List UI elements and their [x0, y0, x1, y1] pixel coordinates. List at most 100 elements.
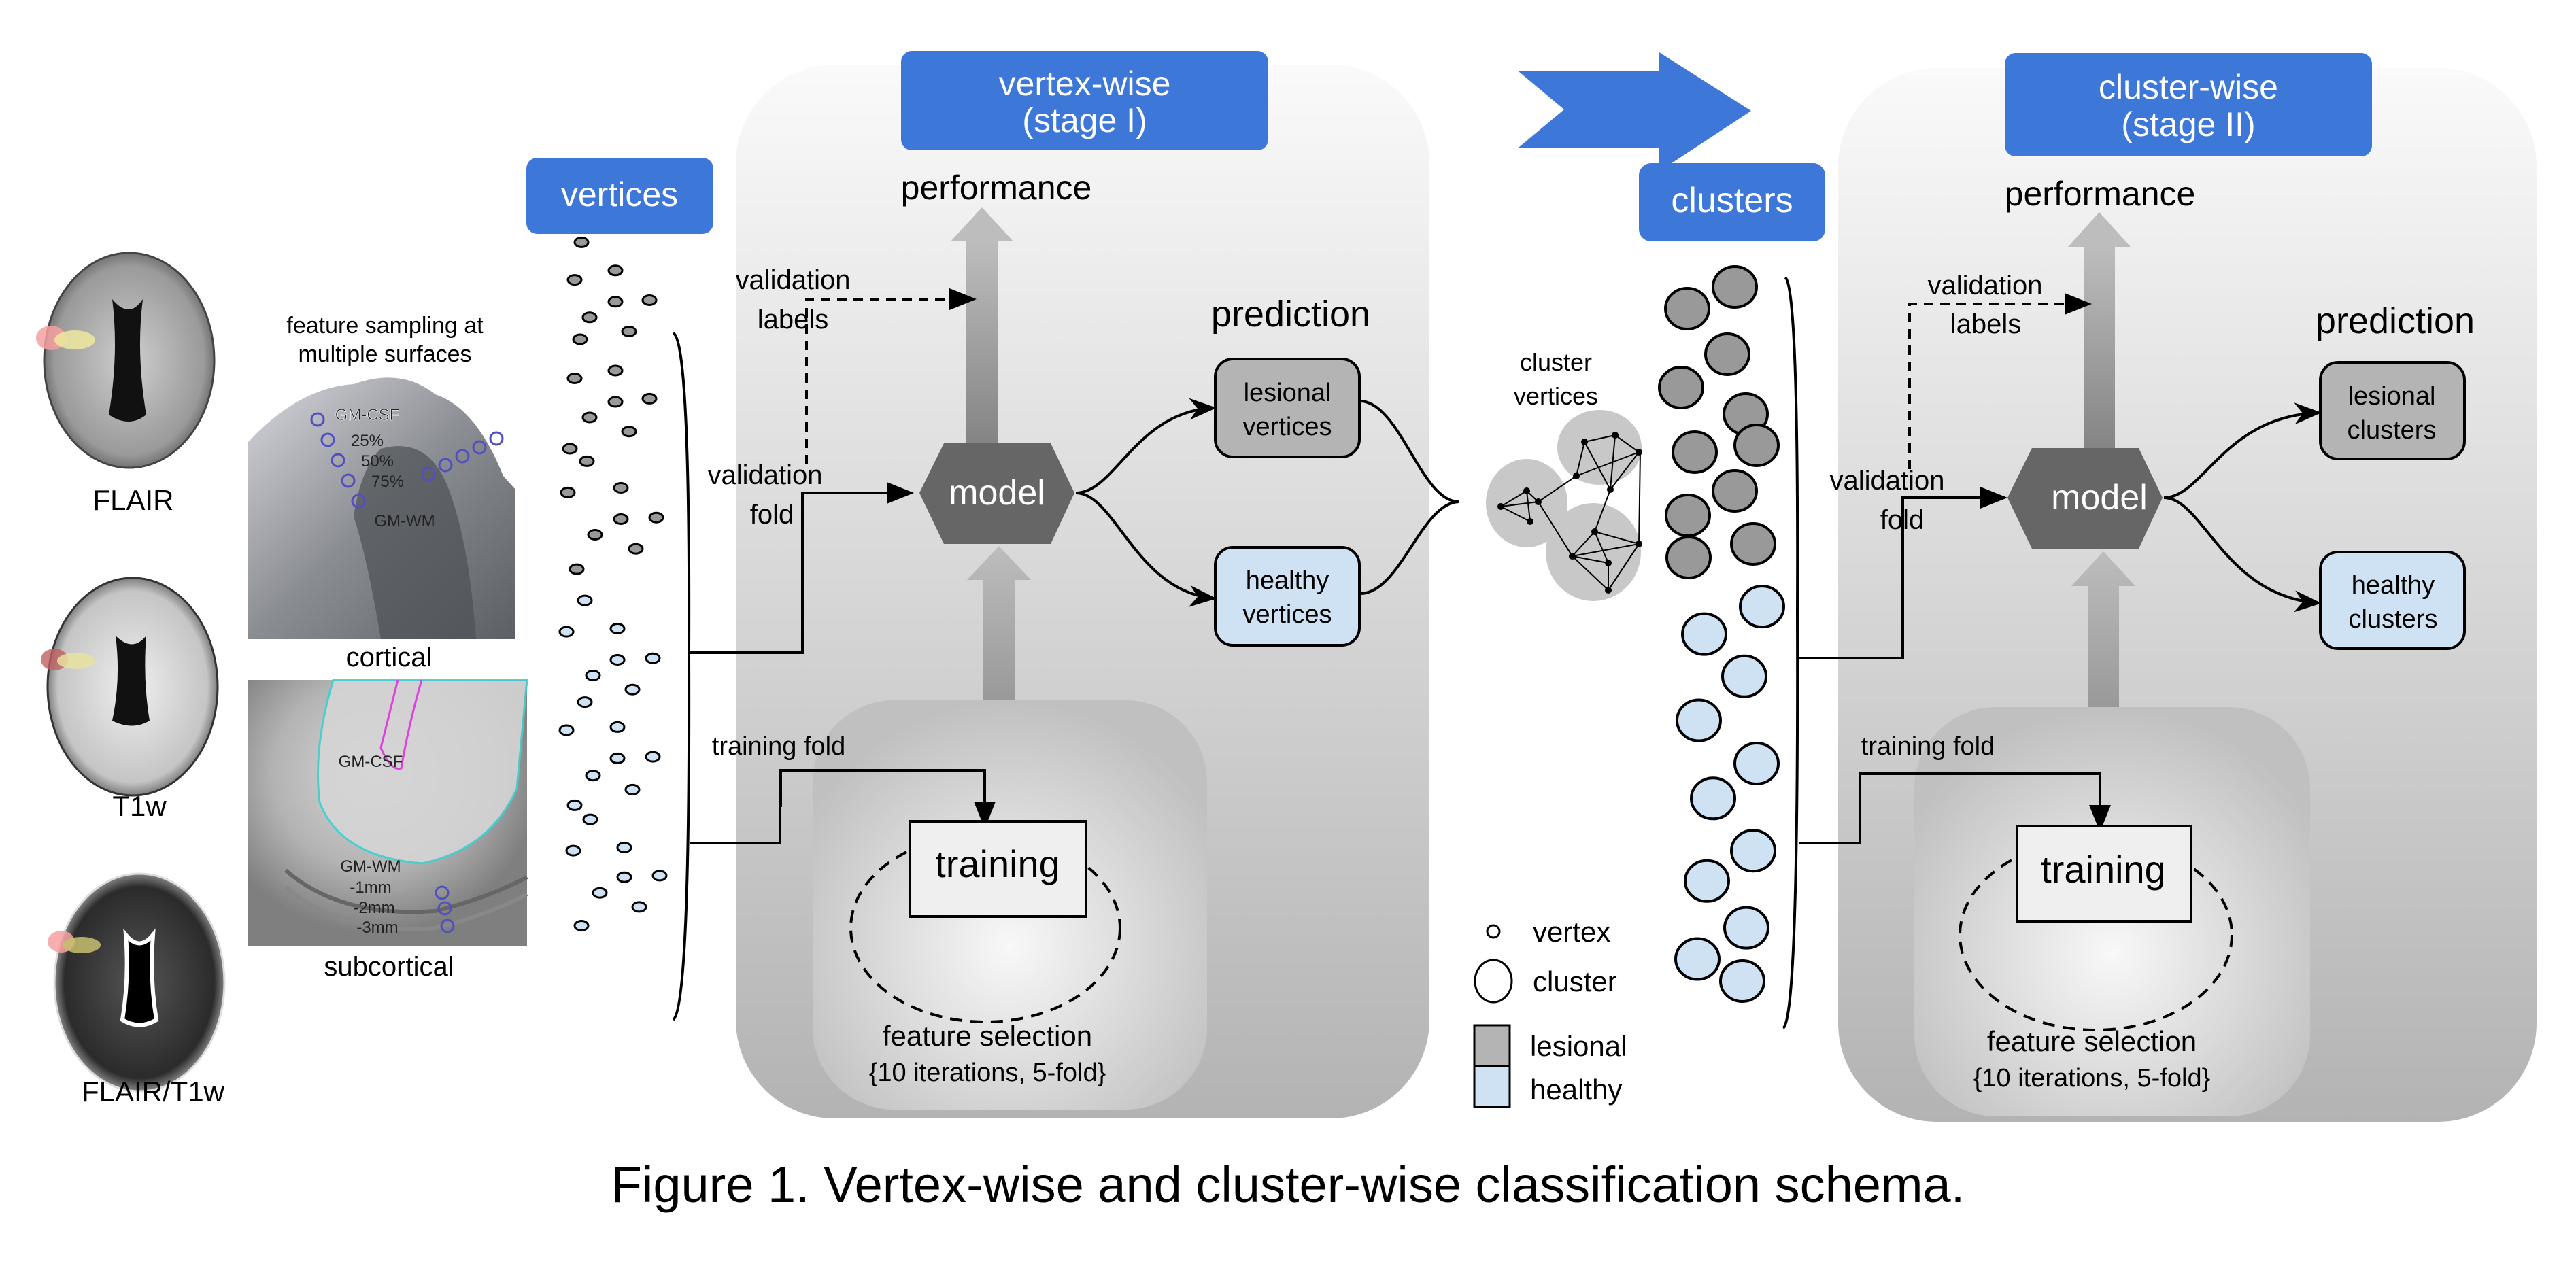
stage2-performance-arrow	[2084, 247, 2115, 485]
lesional-cluster	[1712, 469, 1758, 513]
healthy-vertex-dot	[577, 594, 593, 606]
healthy-vertex-dot	[577, 696, 593, 708]
healthy-vertex-dot	[624, 783, 641, 795]
lesional-vertex-dot	[572, 333, 588, 345]
healthy-vertex-dot	[651, 870, 668, 882]
stage1-model-label: model	[949, 473, 1045, 513]
cortical-label: cortical	[346, 642, 433, 672]
sampling-title: multiple surfaces	[298, 341, 471, 367]
lesional-vertex-dot	[628, 543, 644, 555]
stage2-validation-labels: labels	[1950, 309, 2022, 339]
lesional-vertex-dot	[566, 373, 583, 384]
lesional-vertex-dot	[607, 296, 624, 308]
stage1-title-badge	[901, 51, 1268, 150]
legend-lesional-label: lesional	[1530, 1030, 1627, 1062]
stage1-healthy-box	[1214, 546, 1361, 647]
healthy-cluster	[1681, 612, 1727, 656]
lesional-vertex-dot	[621, 426, 637, 438]
healthy-vertex-dot	[565, 844, 581, 857]
stage2-healthy-box	[2319, 551, 2466, 650]
legend-vertex-label: vertex	[1533, 916, 1610, 948]
vertices-bracket	[672, 332, 691, 1021]
clusters-header: clusters	[1639, 163, 1825, 241]
stage2-validation-fold: validation	[1829, 466, 1944, 496]
surface-label: -1mm	[350, 878, 391, 897]
healthy-vertex-dot	[624, 683, 641, 696]
clusters-badge	[1639, 163, 1825, 241]
stage2-model-label: model	[2051, 478, 2148, 517]
healthy-vertex-dot	[573, 920, 590, 931]
stage1-validation-fold-arrow	[690, 482, 914, 654]
stage1-training-fold-label: training fold	[712, 732, 845, 761]
stage1-performance-label: performance	[901, 169, 1092, 207]
modality-label: T1w	[112, 790, 167, 822]
stage2-prediction-label: prediction	[2316, 301, 2475, 341]
modality-flair-t1w: FLAIR/T1w	[48, 872, 226, 1108]
healthy-vertex-dot	[645, 751, 661, 763]
stage2-validation-labels: validation	[1927, 271, 2042, 301]
healthy-vertex-dot	[609, 623, 626, 634]
healthy-vertex-dot	[566, 799, 583, 811]
healthy-vertex-dot	[582, 813, 598, 825]
surface-label: GM-CSF	[339, 753, 403, 771]
surface-label: -2mm	[353, 899, 394, 917]
stage1-lesional-box-label: lesional	[1244, 379, 1332, 407]
stage2-title-badge	[2005, 53, 2372, 156]
lesional-vertex-dot	[573, 236, 590, 248]
stage2-healthy-box-label: healthy	[2352, 571, 2435, 600]
lesional-cluster	[1712, 265, 1758, 309]
stage2-lesional-box-label: clusters	[2348, 416, 2437, 445]
healthy-vertex-dot	[631, 901, 647, 913]
stage2-feature-selection-loop	[1959, 838, 2233, 1031]
lesional-vertex-dot	[641, 392, 658, 405]
stage1-training-fold-arrow	[690, 769, 996, 844]
stage1-lesional-branch	[1075, 398, 1217, 494]
lesional-vertex-dot	[641, 294, 658, 306]
stage2-training-box	[2016, 825, 2192, 923]
healthy-to-graph-connector	[1361, 500, 1459, 595]
stage1-feature-selection-detail: {10 iterations, 5-fold}	[869, 1059, 1106, 1087]
healthy-cluster	[1721, 654, 1767, 698]
stage2-model-hexagon	[2007, 448, 2163, 549]
lesional-vertex-dot	[581, 311, 598, 324]
stage1-healthy-box-label: vertices	[1243, 600, 1332, 629]
stage1-healthy-branch	[1075, 492, 1217, 607]
figure-caption: Figure 1. Vertex-wise and cluster-wise c…	[611, 1156, 1965, 1213]
healthy-cluster	[1719, 959, 1765, 1003]
lesional-vertex-dot	[566, 274, 583, 286]
legend-lesional-swatch	[1473, 1024, 1511, 1067]
stage1-subtitle: (stage I)	[1022, 101, 1147, 139]
healthy-vertex-dot	[585, 670, 601, 681]
surface-label: -3mm	[356, 919, 398, 937]
stage1-lesional-box-label: vertices	[1243, 413, 1332, 441]
stage1-validation-fold: validation	[707, 460, 822, 490]
cortical-surface-image: GM-CSF 25% 50% 75% GM-WM	[248, 377, 515, 639]
stage2-healthy-box-label: clusters	[2349, 605, 2438, 634]
lesional-cluster	[1664, 287, 1710, 330]
lesional-vertex-dot	[581, 411, 598, 424]
lesional-vertex-dot	[607, 264, 624, 277]
stage2-training-arrow	[2071, 551, 2135, 707]
stage1-healthy-box-label: healthy	[1246, 566, 1329, 595]
stage2-training-fold-arrow	[1799, 772, 2111, 844]
stage2-feature-selection-label: feature selection	[1987, 1025, 2197, 1057]
stage1-panel: vertex-wise (stage I) performance valida…	[690, 51, 1429, 1118]
healthy-vertex-dot	[609, 721, 626, 733]
legend-healthy-label: healthy	[1530, 1074, 1622, 1106]
lesional-vertex-dot	[621, 326, 637, 337]
stage2-panel: cluster-wise (stage II) performance vali…	[1799, 53, 2537, 1122]
healthy-cluster	[1674, 937, 1721, 981]
healthy-cluster	[1730, 829, 1776, 873]
lesional-vertex-dot	[607, 396, 624, 408]
stage1-model-hexagon	[919, 443, 1074, 544]
clusters-bracket	[1782, 276, 1799, 1029]
stage1-title: vertex-wise	[999, 65, 1171, 103]
lesional-cluster	[1704, 332, 1750, 376]
healthy-cluster	[1733, 742, 1780, 785]
lesional-cluster	[1733, 424, 1780, 467]
healthy-cluster	[1739, 585, 1785, 629]
stage2-feature-selection-detail: {10 iterations, 5-fold}	[1973, 1064, 2211, 1093]
modality-t1w: T1w	[41, 577, 219, 822]
healthy-cluster	[1684, 859, 1730, 903]
